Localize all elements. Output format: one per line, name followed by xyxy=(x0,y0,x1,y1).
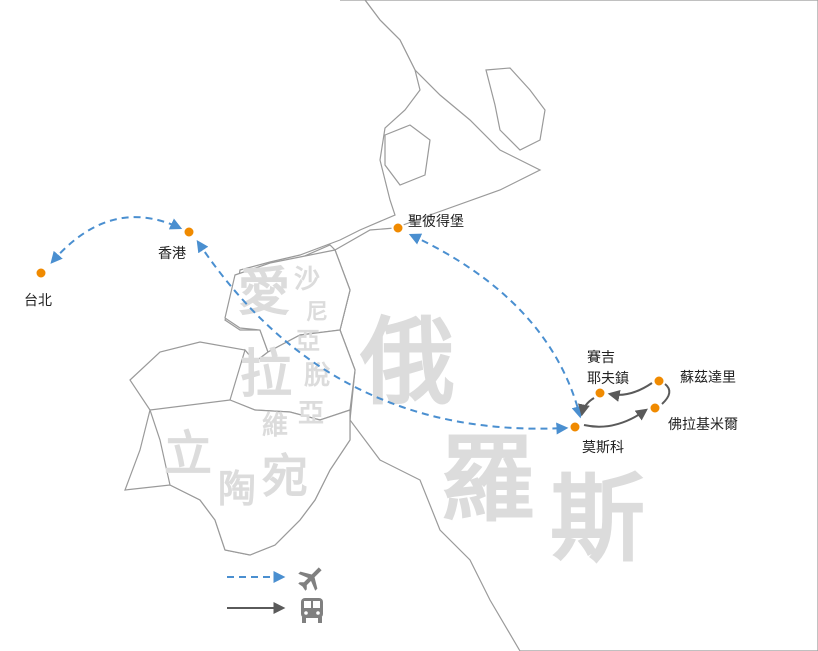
airplane-icon xyxy=(298,567,322,591)
city-dot-vladimir[interactable] xyxy=(648,401,662,415)
latvia-label-3: 維 xyxy=(262,410,288,441)
city-dot-sergiev-posad[interactable] xyxy=(593,386,607,400)
city-label-moscow: 莫斯科 xyxy=(582,440,624,456)
city-label-hongkong: 香港 xyxy=(158,246,186,262)
city-dot-taipei[interactable] xyxy=(34,266,48,280)
city-label-st-petersburg: 聖彼得堡 xyxy=(408,213,464,230)
city-label-taipei: 台北 xyxy=(24,293,52,309)
estonia-label-1: 愛 xyxy=(238,263,290,323)
estonia-label-3: 尼 xyxy=(306,300,328,325)
lithuania-label-1: 立 xyxy=(164,426,212,482)
land-masses xyxy=(124,0,818,651)
city-label-suzdal: 蘇茲達里 xyxy=(680,370,736,386)
estonia-label-4: 亞 xyxy=(296,327,320,355)
city-dot-moscow[interactable] xyxy=(568,420,582,434)
bus-icon xyxy=(301,598,323,623)
route-sergiev-moscow xyxy=(578,397,595,417)
route-suzdal-sergiev xyxy=(607,382,653,402)
city-label-sergiev-posad-2: 耶夫鎮 xyxy=(587,371,629,387)
russia-label-3: 斯 xyxy=(550,465,645,575)
flight-routes xyxy=(50,216,584,435)
island-2 xyxy=(384,124,431,186)
route-taipei-hongkong xyxy=(50,216,183,264)
bus-routes xyxy=(578,382,671,428)
city-dot-suzdal[interactable] xyxy=(652,374,666,388)
city-dot-hongkong[interactable] xyxy=(182,225,196,239)
city-label-vladimir: 佛拉基米爾 xyxy=(668,416,738,433)
latvia-label-1: 拉 xyxy=(240,345,292,405)
route-moscow-vladimir xyxy=(583,408,648,428)
russia-label-2: 羅 xyxy=(440,425,535,535)
route-stpetersburg-moscow xyxy=(408,233,584,419)
russia-label-1: 俄 xyxy=(359,308,455,418)
lithuania-label-3: 宛 xyxy=(262,449,308,503)
estonia-label-2: 沙 xyxy=(294,265,320,295)
city-dot-st-petersburg[interactable] xyxy=(391,221,405,235)
city-label-sergiev-posad-1: 賽吉 xyxy=(587,349,615,366)
route-hongkong-moscow xyxy=(196,240,569,435)
legend xyxy=(227,567,323,623)
island xyxy=(485,67,546,151)
cities: 台北 香港 聖彼得堡 莫斯科 賽吉 耶夫鎮 蘇茲達里 佛拉基米爾 xyxy=(24,213,738,456)
latvia-label-4: 亞 xyxy=(298,399,324,429)
lithuania-label-2: 陶 xyxy=(218,467,256,511)
route-vladimir-suzdal xyxy=(661,383,671,405)
